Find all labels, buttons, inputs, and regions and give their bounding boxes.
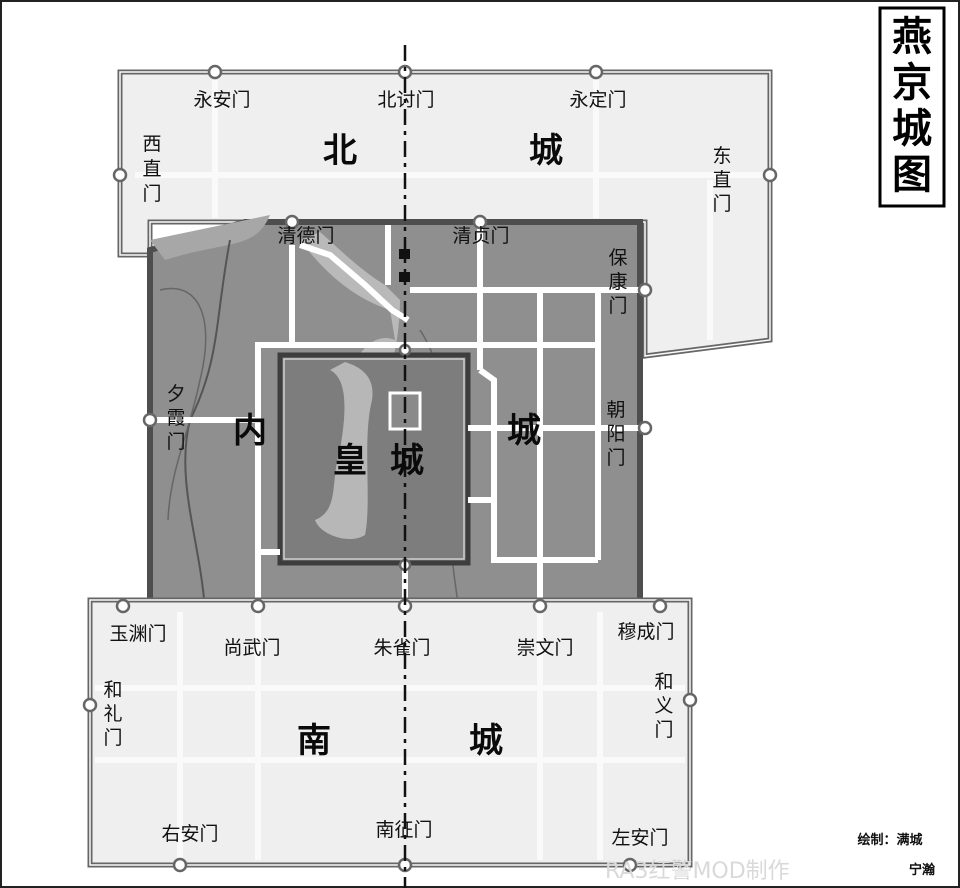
district-imperial-2: 城 [390,441,424,481]
imperial-city-area [277,352,471,566]
gate-xizhi-2: 直 [142,158,161,180]
gate-qingde: 清德门 [277,225,334,247]
gate-heyi-2: 义 [654,695,673,717]
gate-mucheng: 穆成门 [617,621,674,643]
gate-yongan-north: 永安门 [193,89,250,111]
district-inner-1: 内 [233,411,267,451]
gate-heli-3: 门 [103,727,122,749]
title-box [878,6,946,208]
gate-chaoyang-1: 朝 [606,399,625,421]
gate-zuoan: 左安门 [611,827,668,849]
gate-qingzhen: 清贞门 [452,225,509,247]
gate-dongzhi-1: 东 [712,145,731,167]
watermark-text: RA3红警MOD制作 [605,859,790,884]
north-city-streets [135,80,765,340]
title-char-1: 燕 [892,14,932,60]
gate-yongding: 永定门 [569,89,626,111]
gate-dongzhi-2: 直 [712,169,731,191]
gate-youan: 右安门 [161,823,218,845]
credit-author: 绘制：满城 [857,832,922,848]
gate-chaoyang-2: 阳 [606,423,625,445]
district-north-2: 城 [529,131,563,171]
gate-heyi-1: 和 [654,671,673,693]
axis-marker-1 [399,249,410,259]
district-south-1: 南 [297,721,331,761]
title-char-3: 城 [892,106,932,152]
gate-bastions [82,64,778,873]
credit-author-2: 宁瀚 [909,862,935,878]
gate-xizhi-1: 西 [142,133,161,155]
axis-marker-2 [399,272,410,282]
gate-baokang-1: 保 [608,247,627,269]
gate-shangwu: 尚武门 [223,637,280,659]
gate-xizhi-3: 门 [142,183,161,205]
gate-chaoyang-3: 门 [606,447,625,469]
gate-xixia-1: 夕 [166,383,185,405]
district-south-2: 城 [469,721,503,761]
inner-city-roads [155,225,642,612]
gate-zhuque: 朱雀门 [373,637,430,659]
gate-xixia-3: 门 [166,431,185,453]
gate-dongzhi-3: 门 [712,193,731,215]
gate-heyi-3: 门 [654,719,673,741]
gate-xixia-2: 霞 [166,407,185,429]
south-city-streets [95,612,685,860]
gate-yuyuan: 玉渊门 [109,623,166,645]
district-inner-2: 城 [507,411,541,451]
district-imperial-1: 皇 [333,441,367,481]
gate-beitao: 北讨门 [377,89,434,111]
title-char-4: 图 [892,152,932,198]
gate-heli-2: 礼 [103,703,122,725]
title-char-2: 京 [892,60,932,106]
gate-nanzheng: 南征门 [375,819,432,841]
gate-baokang-3: 门 [608,295,627,317]
gate-baokang-2: 康 [608,271,627,293]
district-north-1: 北 [323,131,357,171]
gate-chongwen: 崇文门 [516,637,573,659]
gate-heli-1: 和 [103,679,122,701]
